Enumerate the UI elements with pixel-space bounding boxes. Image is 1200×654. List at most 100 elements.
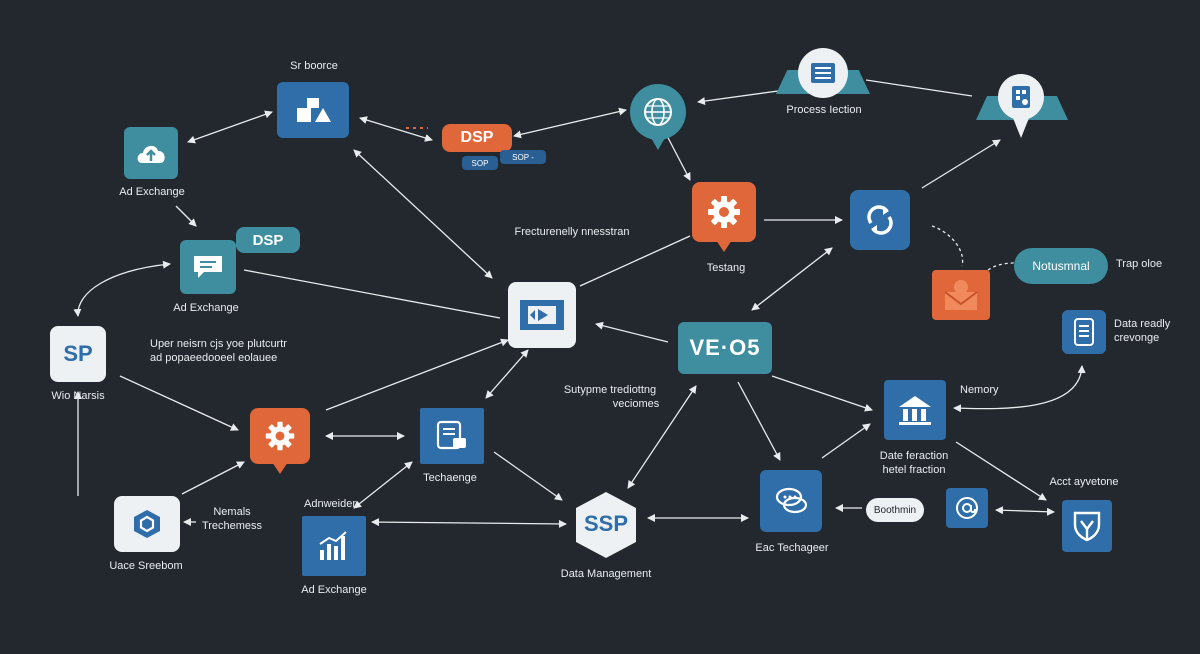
shapes-node[interactable] (277, 82, 349, 138)
ad-exchange-1-label: Ad Exchange (119, 186, 185, 198)
edge (493, 451, 563, 501)
chat-node[interactable] (180, 240, 236, 294)
edge (485, 349, 529, 399)
globe-node[interactable] (630, 84, 686, 140)
testang-label: Testang (706, 262, 746, 274)
play-window-node[interactable] (508, 282, 576, 348)
sutype-label: Sutypme trediottng (563, 384, 657, 396)
sop-chip-2[interactable]: SOP - (500, 150, 546, 164)
gear-icon (265, 421, 295, 451)
eac-techageer-label: Eac Techageer (755, 542, 829, 554)
edge (353, 149, 493, 279)
envelope-icon (944, 280, 978, 310)
boothmin-pill[interactable]: Boothmin (866, 498, 924, 522)
envelope-node[interactable] (932, 270, 990, 320)
edge (119, 375, 239, 431)
edge (931, 225, 964, 267)
techaenge-label: Techaenge (423, 472, 477, 484)
bar-chart-node[interactable] (302, 516, 366, 576)
gear-bottom-tail (272, 462, 288, 474)
ve-os-label: VE·O5 (689, 335, 761, 360)
edge (953, 365, 1086, 413)
bank-node[interactable] (884, 380, 946, 440)
ad-exchange-3-label: Ad Exchange (301, 584, 367, 596)
ssp-hex-node[interactable] (574, 490, 638, 560)
sync-icon (867, 205, 893, 235)
process-selection-label: Process Iection (786, 104, 862, 116)
veciomes-label: veciomes (612, 398, 660, 410)
sop-chip-2-label: SOP - (512, 152, 534, 162)
gear-node-bottom[interactable] (250, 408, 310, 464)
edge (737, 381, 781, 461)
trechemess-label: Trechemess (201, 520, 263, 532)
uace-sreebom-label: Uace Sreebom (109, 560, 183, 572)
data-fraction-2: hetel fraction (882, 464, 946, 476)
ve-os-node[interactable]: VE·O5 (678, 322, 772, 374)
sr-boorce-label: Sr boorce (290, 60, 338, 72)
dsp-bubble-mid[interactable]: DSP (236, 227, 300, 253)
notusmnal-pill[interactable]: Notusmnal (1014, 248, 1108, 284)
hexagon-node[interactable] (114, 496, 180, 552)
cloud-upload-icon (137, 145, 165, 163)
edge (325, 338, 509, 411)
hexagon-icon (134, 510, 160, 538)
building-icon (1012, 86, 1030, 108)
upper-text-1: Uper neisrn cjs yoe plutcurtr (150, 338, 287, 350)
sop-chip-1[interactable]: SOP (462, 156, 498, 170)
edge (663, 129, 691, 181)
checklist-icon (436, 420, 466, 450)
bank-icon (899, 396, 931, 425)
nemory-label: Nemory (960, 384, 999, 396)
cloud-node[interactable] (124, 127, 178, 179)
shield-icon (1073, 511, 1101, 542)
edge (353, 461, 413, 509)
upper-text-2: ad popaeedooeel eolauee (150, 352, 278, 364)
speech-node[interactable] (760, 470, 822, 532)
bar-chart-icon (319, 531, 347, 560)
adnweider-label: Adnweider (304, 498, 356, 510)
edge (579, 235, 691, 287)
edge (771, 375, 873, 412)
wio-narsis-label: Wio Narsis (51, 390, 105, 402)
chat-icon (194, 256, 222, 278)
ad-exchange-2-label: Ad Exchange (173, 302, 239, 314)
notusmnal-label: Notusmnal (1032, 259, 1090, 273)
gear-node-top[interactable] (692, 182, 756, 242)
sp-node[interactable]: SP (50, 326, 106, 382)
acct-ayvetone-label: Acct ayvetone (1049, 476, 1119, 488)
globe-pin-tail (650, 136, 666, 150)
checklist-node[interactable] (420, 408, 484, 464)
edge (359, 116, 433, 142)
building-node[interactable] (998, 74, 1044, 120)
trap-oloe-label: Trap oloe (1116, 258, 1163, 270)
at-node[interactable] (946, 488, 988, 528)
nemals-label: Nemals (213, 506, 251, 518)
speech-bubbles-icon (775, 487, 808, 514)
edge (865, 79, 973, 97)
boothmin-label: Boothmin (873, 504, 917, 516)
edge (513, 107, 627, 139)
list-icon (811, 63, 835, 83)
building-pin-tail (1013, 118, 1029, 138)
edge (955, 441, 1047, 501)
shield-node[interactable] (1062, 500, 1112, 552)
sync-node[interactable] (850, 190, 910, 250)
edge (595, 321, 669, 343)
dsp-top-label: DSP (460, 129, 494, 146)
dsp-mid-label: DSP (252, 231, 284, 249)
list-node[interactable] (798, 48, 848, 98)
sp-label: SP (63, 341, 93, 366)
edge (181, 461, 245, 495)
edge (627, 385, 697, 489)
at-icon (956, 497, 978, 519)
data-fraction-1: Date feraction (879, 450, 949, 462)
edge (243, 269, 501, 319)
dsp-bubble-top[interactable]: DSP (442, 124, 512, 152)
edge (175, 205, 197, 227)
gear-pin-tail (716, 240, 732, 252)
document-icon (1074, 318, 1094, 346)
edge (187, 110, 273, 144)
document-node[interactable] (1062, 310, 1106, 354)
